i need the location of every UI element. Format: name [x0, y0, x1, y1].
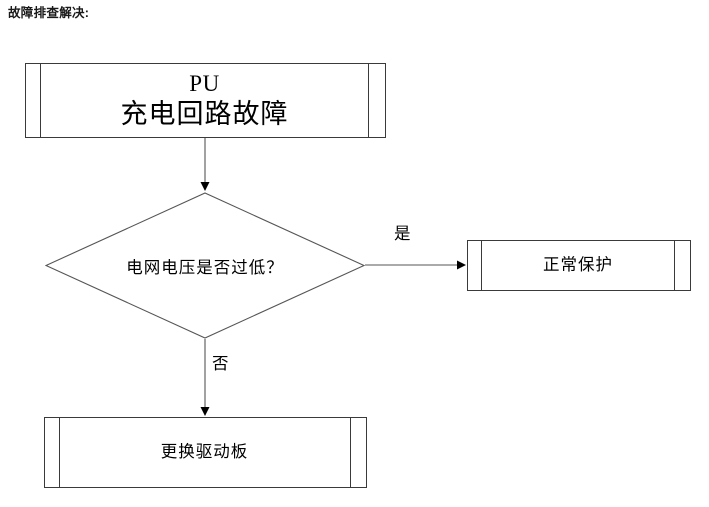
node-decision-label: 电网电压是否过低？: [126, 257, 284, 277]
node-replace-driver-label: 更换驱动板: [160, 442, 249, 462]
predefined-process-bar-left: [59, 418, 60, 487]
page-title: 故障排查解决:: [8, 6, 90, 20]
predefined-process-bar-left: [481, 241, 482, 290]
predefined-process-bar-right: [674, 241, 675, 290]
node-fault-line-1: PU: [189, 71, 220, 96]
decision-diamond-shape: [45, 192, 365, 339]
edge-label-no: 否: [212, 354, 229, 373]
node-fault-line-2: 充电回路故障: [120, 99, 289, 130]
node-decision-grid-voltage-too-low[interactable]: 电网电压是否过低？: [45, 192, 365, 339]
predefined-process-bar-right: [350, 418, 351, 487]
node-normal-protection[interactable]: 正常保护: [467, 240, 691, 291]
node-pu-charging-circuit-fault[interactable]: PU 充电回路故障: [25, 63, 386, 138]
node-fault-text: PU 充电回路故障: [42, 64, 367, 137]
node-normal-protection-label: 正常保护: [543, 255, 613, 275]
predefined-process-bar-left: [40, 64, 41, 137]
predefined-process-bar-right: [368, 64, 369, 137]
node-replace-driver-board[interactable]: 更换驱动板: [44, 417, 367, 488]
edge-label-yes: 是: [394, 224, 411, 243]
